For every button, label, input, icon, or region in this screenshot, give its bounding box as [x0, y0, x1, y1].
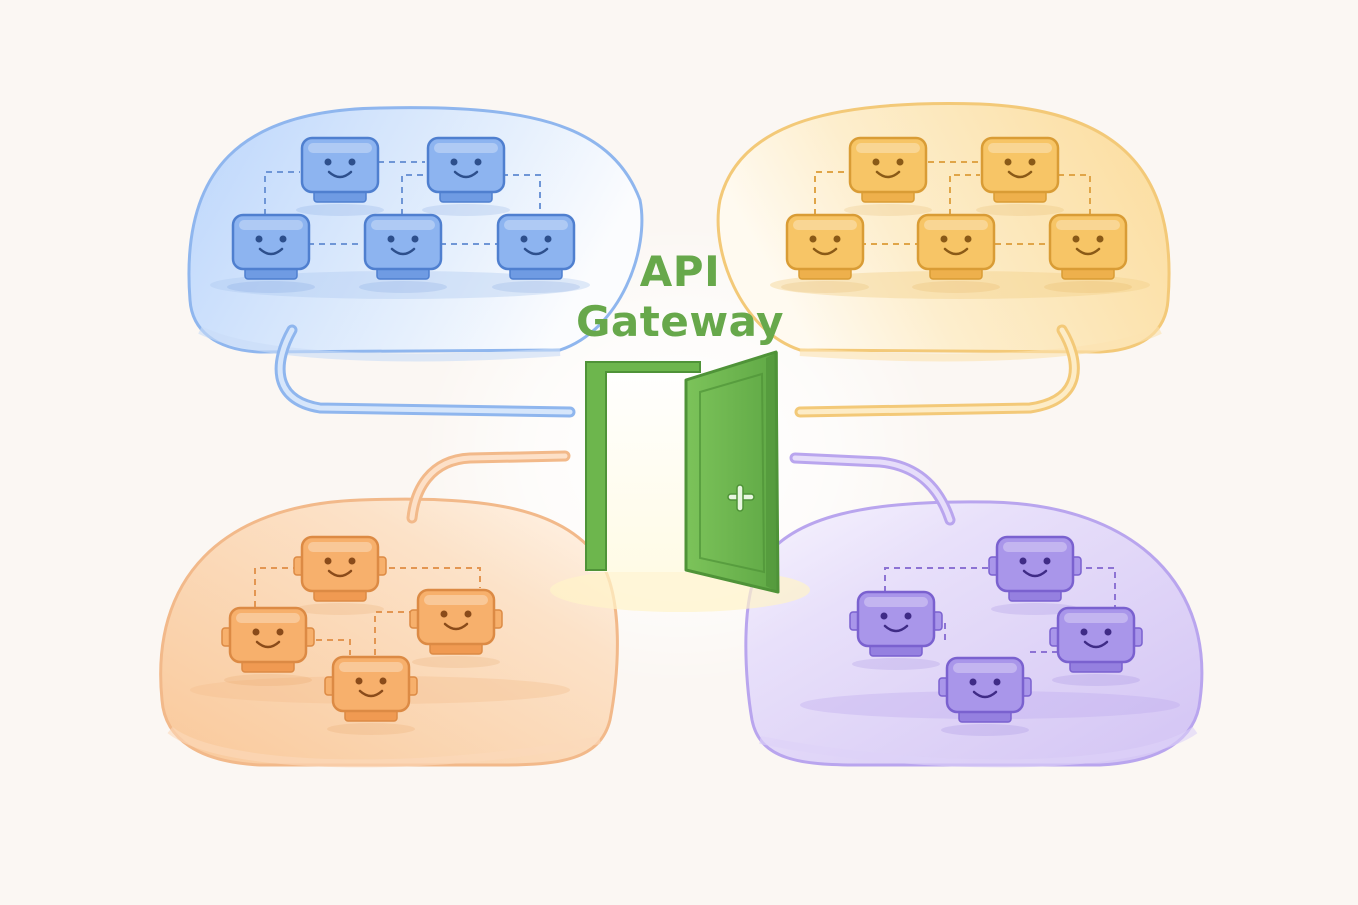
- robot-icon: [976, 136, 1064, 216]
- robot-icon: [422, 136, 510, 216]
- robot-icon: [359, 213, 447, 293]
- robot-icon: [912, 213, 1000, 293]
- gateway-title-line2: Gateway: [575, 297, 785, 346]
- connector-amber: [794, 324, 1080, 418]
- robot-icon: [296, 136, 384, 216]
- robot-icon: [409, 588, 503, 668]
- robot-icon: [988, 535, 1082, 615]
- robot-icon: [781, 213, 869, 293]
- open-door-icon: [550, 350, 810, 612]
- robot-icon: [227, 213, 315, 293]
- robot-icon: [844, 136, 932, 216]
- cluster-links: [254, 161, 1116, 655]
- connector-blue: [274, 324, 576, 418]
- robot-icon: [1044, 213, 1132, 293]
- connector-purple: [789, 452, 956, 526]
- robot-icon: [492, 213, 580, 293]
- robots-layer: [221, 136, 1143, 736]
- connector-orange: [406, 450, 571, 524]
- robot-icon: [293, 535, 387, 615]
- gateway-title-line1: API: [639, 247, 721, 296]
- robot-icon: [1049, 606, 1143, 686]
- cluster-orange: [159, 497, 619, 768]
- robot-icon: [938, 656, 1032, 736]
- robot-icon: [221, 606, 315, 686]
- robot-icon: [324, 655, 418, 735]
- robot-icon: [849, 590, 943, 670]
